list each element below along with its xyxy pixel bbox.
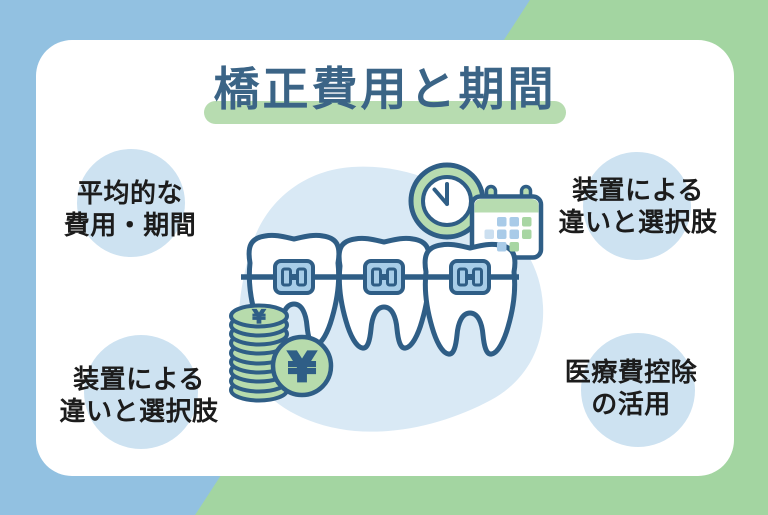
braces-bracket bbox=[273, 259, 315, 295]
topic-label-line: 装置による bbox=[73, 364, 205, 394]
braces-bracket bbox=[449, 259, 491, 295]
topic-label-medical-deduction: 医療費控除 の活用 bbox=[565, 356, 698, 420]
topic-label-line: 費用・期間 bbox=[63, 210, 197, 240]
calendar-icon bbox=[469, 184, 544, 260]
yen-coin-icon: ¥ bbox=[270, 334, 334, 398]
yen-symbol-small: ¥ bbox=[252, 306, 265, 328]
calendar-grid bbox=[484, 217, 532, 252]
braces-bracket bbox=[363, 259, 405, 295]
topic-label-line: 違いと選択肢 bbox=[558, 207, 718, 237]
topic-label-line: 違いと選択肢 bbox=[59, 396, 219, 426]
topic-label-device-differences-top: 装置による 違いと選択肢 bbox=[558, 174, 717, 238]
topic-label-line: 装置による bbox=[572, 175, 704, 205]
tooth bbox=[422, 241, 518, 357]
topic-bubble-bottom-right bbox=[581, 333, 695, 447]
topic-bubble-bottom-left bbox=[84, 335, 198, 449]
title-group: 橋正費用と期間 bbox=[36, 58, 734, 128]
yen-symbol-large: ¥ bbox=[288, 344, 317, 392]
topic-label-device-differences-bottom: 装置による 違いと選択肢 bbox=[59, 363, 218, 427]
topic-label-average-cost-duration: 平均的な 費用・期間 bbox=[64, 177, 197, 241]
topic-label-line: 平均的な bbox=[76, 178, 184, 208]
topic-bubble-top-left bbox=[77, 149, 185, 257]
page-title: 橋正費用と期間 bbox=[213, 63, 557, 115]
teeth-with-braces-icon bbox=[241, 232, 519, 357]
title-highlight-underline bbox=[204, 101, 566, 124]
topic-label-line: 医療費控除 bbox=[564, 357, 698, 387]
topic-bubble-top-right bbox=[583, 152, 691, 260]
topic-label-line: の活用 bbox=[591, 389, 671, 419]
